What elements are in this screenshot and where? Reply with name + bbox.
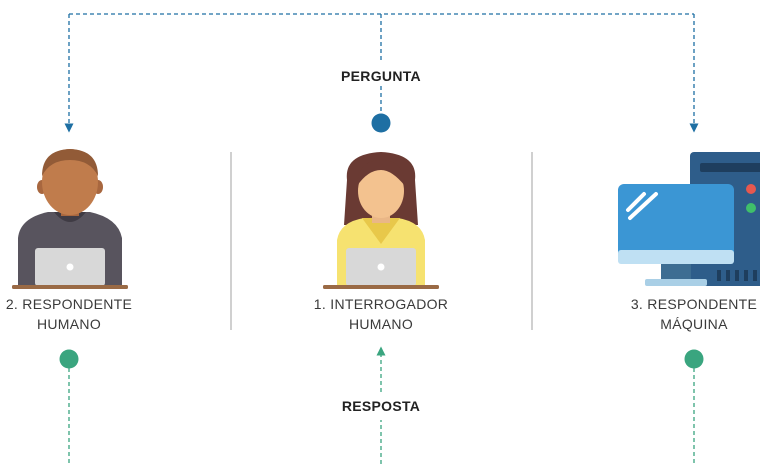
man-laptop-icon [12, 149, 128, 289]
participant-label-respondent-human: 2. RESPONDENTE HUMANO [0, 294, 149, 334]
question-label: PERGUNTA [341, 68, 421, 84]
question-origin-dot [371, 113, 391, 133]
participant-label-interrogator: 1. INTERROGADOR HUMANO [301, 294, 461, 334]
participant-label-line2: HUMANO [36, 316, 102, 332]
participant-label-line2: MÁQUINA [660, 316, 728, 332]
question-connector [64, 13, 699, 133]
answer-label: RESPOSTA [341, 398, 421, 414]
answer-dot-human [59, 349, 79, 369]
participant-label-line1: 3. RESPONDENTE [630, 296, 758, 312]
participant-label-line1: 2. RESPONDENTE [5, 296, 133, 312]
answer-dot-machine [684, 349, 704, 369]
participant-label-line2: HUMANO [348, 316, 414, 332]
participant-label-respondent-machine: 3. RESPONDENTE MÁQUINA [614, 294, 760, 334]
woman-laptop-icon [323, 152, 439, 289]
computer-icon [618, 152, 760, 286]
participant-label-line1: 1. INTERROGADOR [313, 296, 449, 312]
answer-connector [68, 346, 695, 464]
